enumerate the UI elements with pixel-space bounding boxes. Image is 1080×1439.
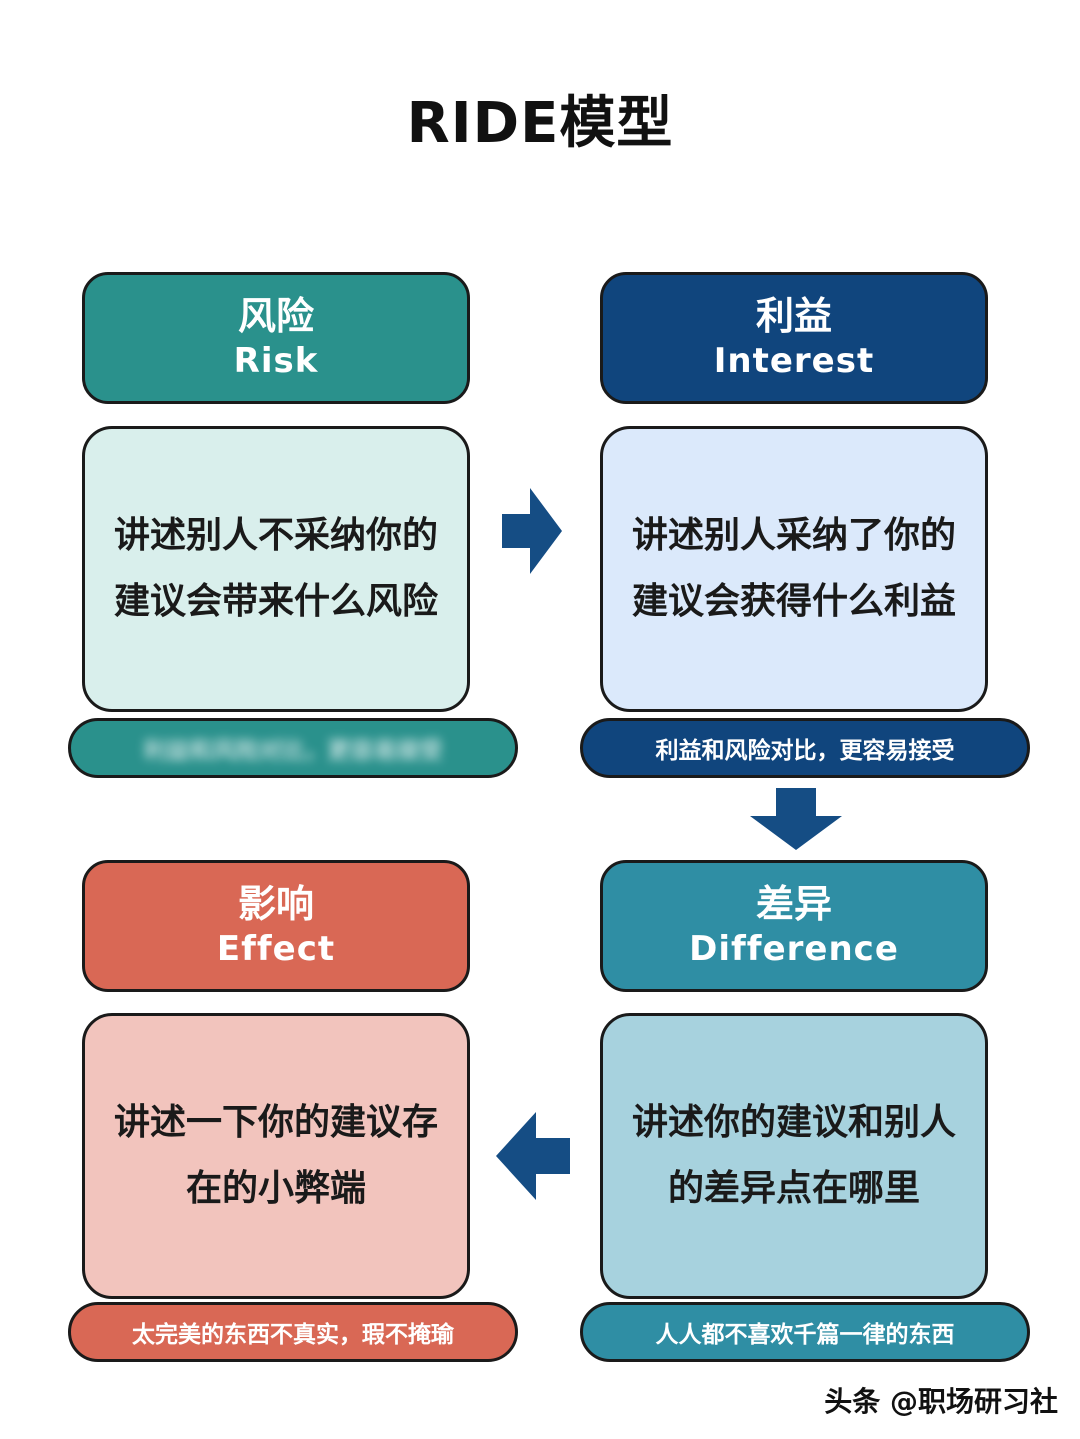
interest-header: 利益 Interest: [600, 272, 988, 404]
effect-description-line1: 讲述一下你的建议存: [113, 1102, 438, 1143]
interest-title-en: Interest: [713, 341, 875, 381]
watermark: 头条 @职场研习社: [824, 1385, 1058, 1418]
effect-description: 讲述一下你的建议存 在的小弊端: [82, 1013, 470, 1299]
effect-header: 影响 Effect: [82, 860, 470, 992]
effect-note: 太完美的东西不真实，瑕不掩瑜: [68, 1302, 518, 1362]
interest-note-text: 利益和风险对比，更容易接受: [655, 738, 955, 764]
effect-title-zh: 影响: [237, 882, 314, 926]
risk-description-line2: 建议会带来什么风险: [113, 581, 438, 622]
risk-description-line1: 讲述别人不采纳你的: [113, 515, 438, 556]
page-title: RIDE模型: [406, 91, 674, 156]
difference-description: 讲述你的建议和别人 的差异点在哪里: [600, 1013, 988, 1299]
arrow-down-icon: [750, 788, 842, 850]
interest-description: 讲述别人采纳了你的 建议会获得什么利益: [600, 426, 988, 712]
difference-header: 差异 Difference: [600, 860, 988, 992]
risk-description: 讲述别人不采纳你的 建议会带来什么风险: [82, 426, 470, 712]
difference-note: 人人都不喜欢千篇一律的东西: [580, 1302, 1030, 1362]
risk-header: 风险 Risk: [82, 272, 470, 404]
difference-description-line2: 的差异点在哪里: [667, 1168, 920, 1209]
difference-note-text: 人人都不喜欢千篇一律的东西: [655, 1322, 955, 1348]
arrow-right-icon: [502, 488, 562, 574]
interest-title-zh: 利益: [755, 294, 832, 338]
difference-description-line1: 讲述你的建议和别人: [631, 1102, 956, 1143]
interest-note: 利益和风险对比，更容易接受: [580, 718, 1030, 778]
effect-description-line2: 在的小弊端: [185, 1168, 366, 1209]
difference-title-en: Difference: [689, 929, 899, 969]
risk-title-zh: 风险: [237, 294, 314, 338]
arrow-left-icon: [496, 1112, 570, 1200]
effect-title-en: Effect: [216, 929, 336, 969]
risk-note-text: 利益和风险对比，更容易接受: [143, 738, 443, 764]
interest-description-line2: 建议会获得什么利益: [631, 581, 956, 622]
effect-note-text: 太完美的东西不真实，瑕不掩瑜: [132, 1322, 454, 1348]
interest-description-line1: 讲述别人采纳了你的: [631, 515, 956, 556]
risk-title-en: Risk: [233, 341, 319, 381]
risk-note: 利益和风险对比，更容易接受: [68, 718, 518, 778]
difference-title-zh: 差异: [755, 882, 832, 926]
